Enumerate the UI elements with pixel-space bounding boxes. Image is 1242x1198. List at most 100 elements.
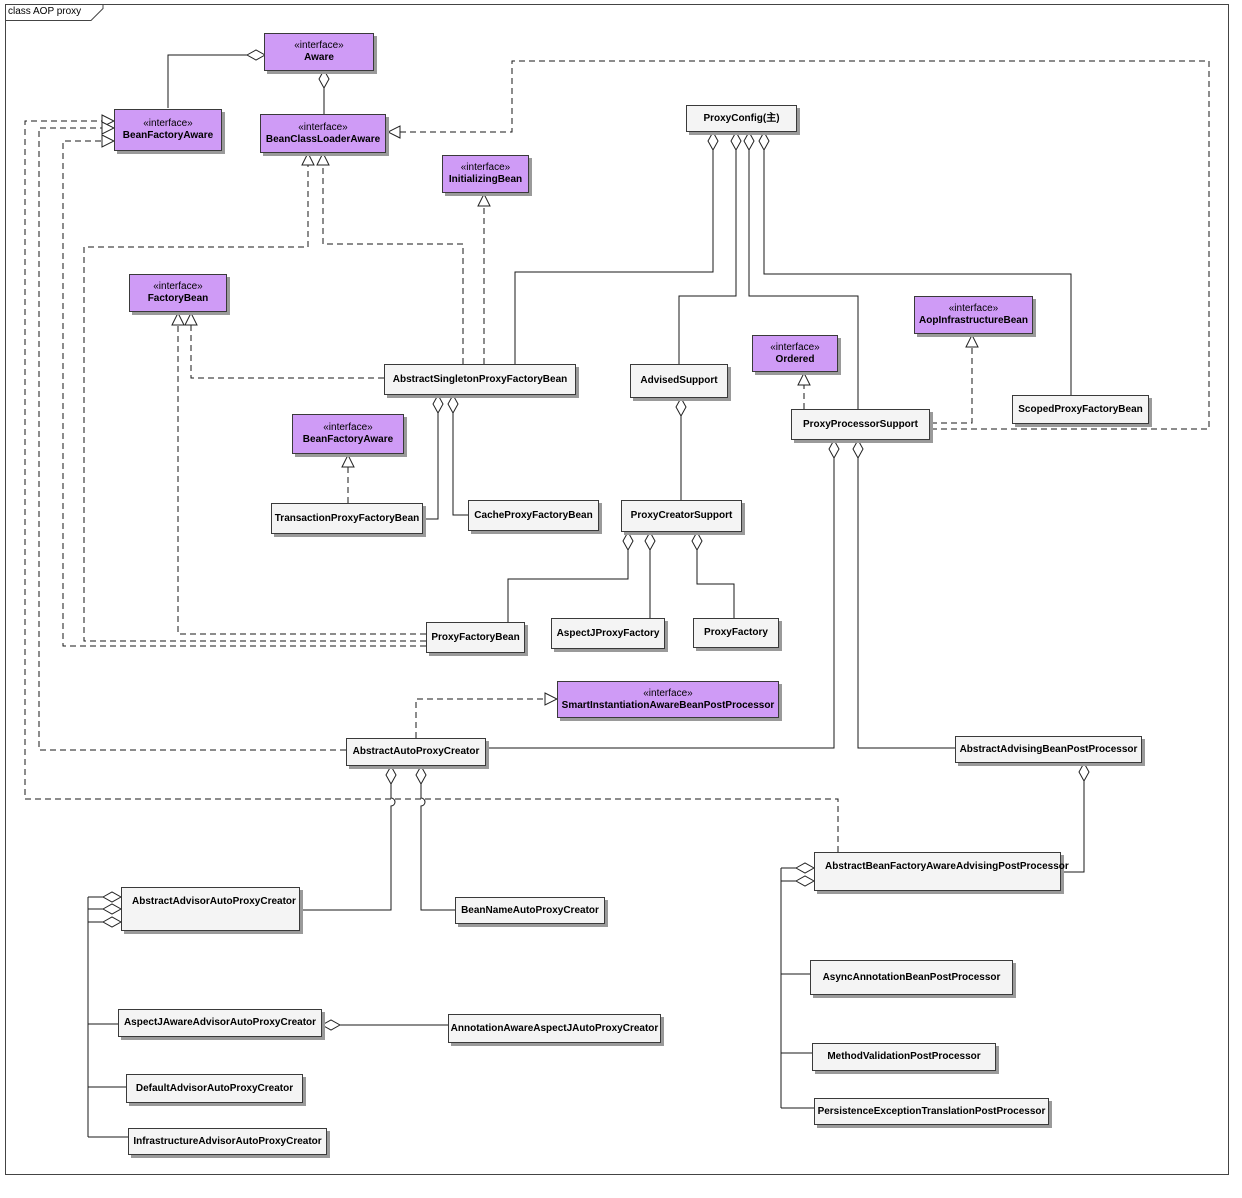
proxy-creator-support-class[interactable]: ProxyCreatorSupport bbox=[621, 500, 742, 532]
real-pps-bcla bbox=[388, 60, 1210, 430]
aop-infrastructure-bean-interface[interactable]: «interface» AopInfrastructureBean bbox=[914, 296, 1033, 334]
scoped-proxy-factory-bean-class[interactable]: ScopedProxyFactoryBean bbox=[1012, 395, 1149, 424]
node-label: ProxyFactory bbox=[704, 627, 768, 638]
node-label: AnnotationAwareAspectJAutoProxyCreator bbox=[450, 1022, 659, 1034]
node-label: AdvisedSupport bbox=[640, 375, 718, 386]
infrastructure-advisor-auto-proxy-creator-class[interactable]: InfrastructureAdvisorAutoProxyCreator bbox=[128, 1128, 327, 1155]
node-label: AbstractAdvisingBeanPostProcessor bbox=[959, 743, 1138, 755]
method-validation-pp-class[interactable]: MethodValidationPostProcessor bbox=[812, 1043, 996, 1071]
link-abfaapp-aabpp bbox=[1061, 763, 1084, 873]
real-aapc-siabpp bbox=[415, 699, 557, 738]
node-label: BeanNameAutoProxyCreator bbox=[461, 904, 599, 916]
node-label: AspectJProxyFactory bbox=[556, 627, 660, 639]
node-label: ScopedProxyFactoryBean bbox=[1018, 403, 1143, 415]
node-label: ProxyProcessorSupport bbox=[802, 418, 919, 430]
node-label: AbstractSingletonProxyFactoryBean bbox=[392, 373, 568, 385]
node-label: ProxyCreatorSupport bbox=[630, 510, 733, 521]
diagram-frame bbox=[5, 4, 1229, 1175]
stereotype-label: «interface» bbox=[948, 303, 999, 314]
aspectj-aware-advisor-auto-proxy-creator-class[interactable]: AspectJAwareAdvisorAutoProxyCreator bbox=[118, 1009, 322, 1037]
node-label: TransactionProxyFactoryBean bbox=[274, 512, 420, 524]
node-label: SmartInstantiationAwareBeanPostProcessor bbox=[561, 699, 775, 711]
real-aapc-bfa bbox=[38, 128, 346, 751]
node-label: FactoryBean bbox=[147, 293, 209, 304]
real-pfb-bfa bbox=[62, 141, 426, 647]
node-label: InitializingBean bbox=[448, 174, 523, 185]
transaction-proxy-factory-bean-class[interactable]: TransactionProxyFactoryBean bbox=[271, 503, 423, 534]
default-advisor-auto-proxy-creator-class[interactable]: DefaultAdvisorAutoProxyCreator bbox=[126, 1074, 303, 1103]
node-label: BeanFactoryAware bbox=[302, 434, 394, 445]
bean-factory-aware-interface[interactable]: «interface» BeanFactoryAware bbox=[114, 109, 222, 151]
node-label: AspectJAwareAdvisorAutoProxyCreator bbox=[123, 1017, 317, 1028]
node-label: AbstractAutoProxyCreator bbox=[352, 746, 480, 757]
bean-factory-aware-interface-2[interactable]: «interface» BeanFactoryAware bbox=[292, 414, 404, 454]
link-scoped-proxyconfig bbox=[764, 132, 1072, 395]
link-pps-proxyconfig bbox=[749, 132, 859, 409]
stereotype-label: «interface» bbox=[323, 422, 373, 433]
real-pfb-bcla bbox=[83, 153, 426, 642]
stereotype-label: «interface» bbox=[770, 341, 820, 353]
frame-tab bbox=[5, 4, 104, 21]
abstract-singleton-proxy-factory-bean-class[interactable]: AbstractSingletonProxyFactoryBean bbox=[384, 364, 576, 395]
smart-instantiation-aware-bpp-interface[interactable]: «interface» SmartInstantiationAwareBeanP… bbox=[557, 681, 779, 718]
link-advised-proxyconfig bbox=[678, 132, 736, 364]
persistence-exception-translation-pp-class[interactable]: PersistenceExceptionTranslationPostProce… bbox=[814, 1098, 1049, 1125]
initializing-bean-interface[interactable]: «interface» InitializingBean bbox=[442, 155, 529, 193]
frame-title: class AOP proxy bbox=[8, 6, 82, 17]
link-aaapc-aapc bbox=[300, 766, 395, 911]
link-pfb-pcs bbox=[507, 532, 628, 622]
link-tpfb-aspfb bbox=[423, 395, 438, 520]
node-label: AopInfrastructureBean bbox=[919, 315, 1028, 326]
link-aapc-pps bbox=[486, 440, 834, 749]
real-pps-aib bbox=[931, 335, 972, 424]
annotation-aware-aspectj-auto-proxy-creator-class[interactable]: AnnotationAwareAspectJAutoProxyCreator bbox=[448, 1014, 661, 1043]
stereotype-label: «interface» bbox=[298, 121, 348, 133]
link-asp-proxyconfig bbox=[514, 132, 713, 364]
node-label: Ordered bbox=[775, 353, 815, 365]
node-label: AbstractBeanFactoryAwareAdvisingPostProc… bbox=[825, 861, 1069, 872]
link-bfa-aware bbox=[167, 55, 265, 108]
link-bnapc-aapc bbox=[421, 766, 455, 911]
stereotype-label: «interface» bbox=[294, 40, 344, 51]
aspectj-proxy-factory-class[interactable]: AspectJProxyFactory bbox=[551, 618, 665, 649]
proxy-factory-class[interactable]: ProxyFactory bbox=[693, 618, 779, 648]
abstract-advisor-auto-proxy-creator-class[interactable]: AbstractAdvisorAutoProxyCreator bbox=[121, 887, 300, 931]
link-aabpp-pps bbox=[858, 440, 955, 749]
link-pf-pcs bbox=[697, 532, 735, 618]
bean-class-loader-aware-interface[interactable]: «interface» BeanClassLoaderAware bbox=[260, 114, 386, 153]
node-label: ProxyConfig(主) bbox=[703, 112, 780, 124]
advised-support-class[interactable]: AdvisedSupport bbox=[630, 364, 728, 398]
stereotype-label: «interface» bbox=[143, 118, 193, 129]
async-annotation-bpp-class[interactable]: AsyncAnnotationBeanPostProcessor bbox=[810, 960, 1013, 995]
factory-bean-interface[interactable]: «interface» FactoryBean bbox=[129, 274, 227, 312]
real-pfb-fb bbox=[178, 313, 426, 635]
node-label: PersistenceExceptionTranslationPostProce… bbox=[817, 1105, 1046, 1117]
real-abfaapp-bfa bbox=[24, 121, 839, 852]
proxy-config-class[interactable]: ProxyConfig(主) bbox=[686, 105, 797, 132]
stereotype-label: «interface» bbox=[153, 281, 203, 292]
node-label: BeanFactoryAware bbox=[122, 130, 214, 141]
abstract-bean-factory-aware-advising-pp-class[interactable]: AbstractBeanFactoryAwareAdvisingPostProc… bbox=[814, 852, 1069, 891]
link-cpfb-aspfb bbox=[453, 395, 468, 516]
node-label: InfrastructureAdvisorAutoProxyCreator bbox=[133, 1135, 322, 1147]
cache-proxy-factory-bean-class[interactable]: CacheProxyFactoryBean bbox=[468, 500, 599, 531]
node-label: AbstractAdvisorAutoProxyCreator bbox=[132, 896, 296, 907]
proxy-factory-bean-class[interactable]: ProxyFactoryBean bbox=[426, 622, 525, 653]
node-label: DefaultAdvisorAutoProxyCreator bbox=[135, 1082, 294, 1094]
node-label: MethodValidationPostProcessor bbox=[827, 1051, 981, 1062]
node-label: AsyncAnnotationBeanPostProcessor bbox=[822, 971, 1001, 983]
node-label: ProxyFactoryBean bbox=[431, 631, 520, 643]
abstract-auto-proxy-creator-class[interactable]: AbstractAutoProxyCreator bbox=[346, 738, 486, 766]
stereotype-label: «interface» bbox=[643, 687, 693, 699]
ordered-interface[interactable]: «interface» Ordered bbox=[752, 335, 838, 372]
proxy-processor-support-class[interactable]: ProxyProcessorSupport bbox=[791, 409, 930, 440]
aware-interface[interactable]: «interface» Aware bbox=[264, 33, 374, 71]
abstract-advising-bpp-class[interactable]: AbstractAdvisingBeanPostProcessor bbox=[955, 736, 1142, 763]
stereotype-label: «interface» bbox=[460, 162, 511, 173]
bean-name-auto-proxy-creator-class[interactable]: BeanNameAutoProxyCreator bbox=[455, 897, 605, 924]
real-aspfb-bcla bbox=[323, 153, 464, 364]
node-label: Aware bbox=[304, 52, 334, 63]
real-aspfb-fb bbox=[191, 313, 384, 379]
node-label: CacheProxyFactoryBean bbox=[474, 509, 593, 521]
